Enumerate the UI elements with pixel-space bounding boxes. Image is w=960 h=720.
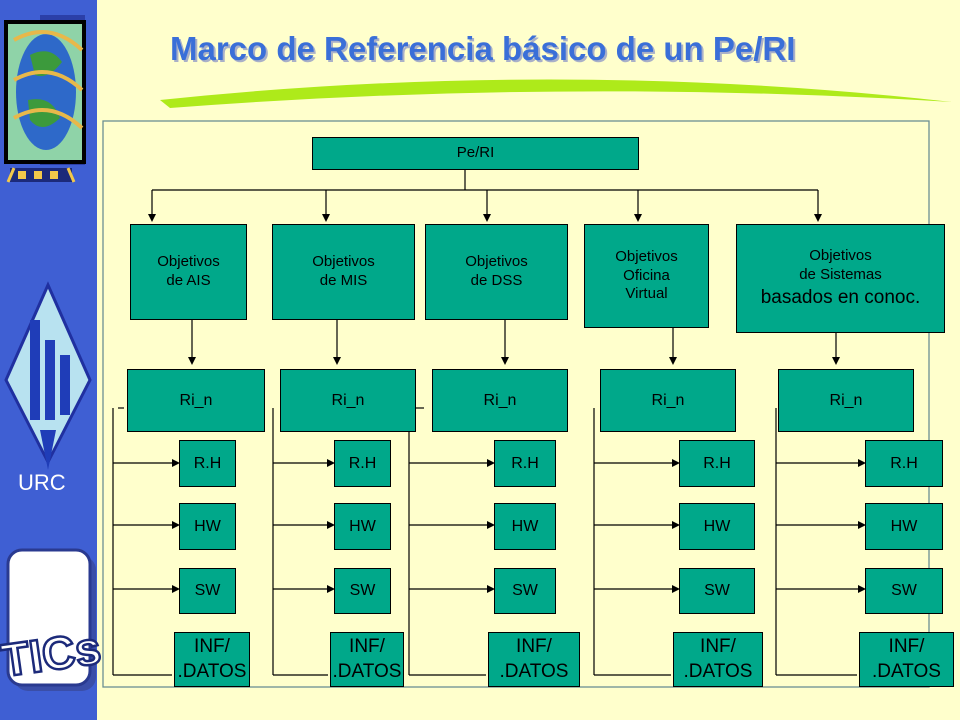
globe-logo-icon <box>4 15 86 183</box>
ri-node-4: Ri_n <box>600 369 736 432</box>
sw-node-4: SW <box>679 568 755 614</box>
objective-mis: Objetivos de MIS <box>272 224 415 320</box>
objective-sistemas: Objetivos de Sistemas basados en conoc. <box>736 224 945 333</box>
rh-node-1: R.H <box>179 440 236 487</box>
objective-dss: Objetivos de DSS <box>425 224 568 320</box>
ri-node-1: Ri_n <box>127 369 265 432</box>
objective-ais: Objetivos de AIS <box>130 224 247 320</box>
objective-sistemas-extra: basados en conoc. <box>760 287 921 309</box>
inf-datos-node-5: INF/ .DATOS <box>859 632 954 687</box>
inf-datos-node-3: INF/ .DATOS <box>488 632 580 687</box>
urc-label: URC <box>18 470 66 495</box>
rh-node-2: R.H <box>334 440 391 487</box>
ri-node-2: Ri_n <box>280 369 416 432</box>
sw-node-3: SW <box>494 568 556 614</box>
ri-node-5: Ri_n <box>778 369 914 432</box>
sw-node-1: SW <box>179 568 236 614</box>
ri-node-3: Ri_n <box>432 369 568 432</box>
objective-oficina-virtual: Objetivos Oficina Virtual <box>584 224 709 328</box>
inf-datos-node-4: INF/ .DATOS <box>673 632 763 687</box>
hw-node-1: HW <box>179 503 236 550</box>
hw-node-5: HW <box>865 503 943 550</box>
rh-node-5: R.H <box>865 440 943 487</box>
tics-badge-icon: TICs <box>0 548 105 691</box>
inf-datos-node-2: INF/ .DATOS <box>330 632 404 687</box>
rh-node-4: R.H <box>679 440 755 487</box>
sw-node-5: SW <box>865 568 943 614</box>
hw-node-3: HW <box>494 503 556 550</box>
root-node: Pe/RI <box>312 137 639 170</box>
objective-sistemas-text: Objetivos de Sistemas <box>799 246 882 283</box>
title-swoosh-icon <box>160 79 952 108</box>
page-title: Marco de Referencia básico de un Pe/RI <box>170 30 796 67</box>
rh-node-3: R.H <box>494 440 556 487</box>
urc-emblem-icon <box>4 281 92 470</box>
hw-node-4: HW <box>679 503 755 550</box>
inf-datos-node-1: INF/ .DATOS <box>174 632 250 687</box>
sw-node-2: SW <box>334 568 391 614</box>
hw-node-2: HW <box>334 503 391 550</box>
